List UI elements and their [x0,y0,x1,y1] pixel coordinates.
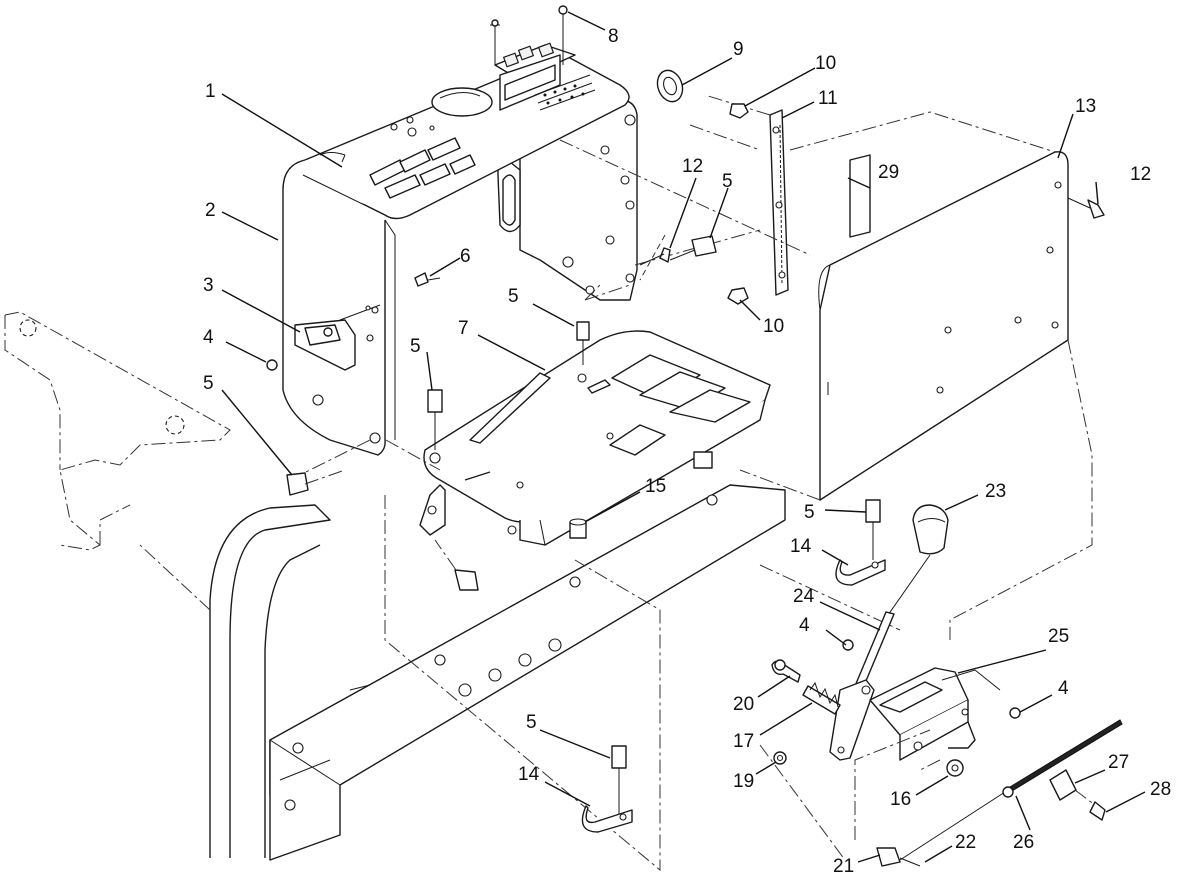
callout-10: 10 [763,316,784,337]
callout-27: 27 [1108,752,1129,773]
callout-5: 5 [508,286,519,307]
callout-5: 5 [203,373,214,394]
callout-4: 4 [203,327,214,348]
shift-lever-assembly [759,504,1123,867]
fasteners [266,103,1105,833]
callout-20: 20 [733,694,754,715]
callout-19: 19 [733,771,754,792]
latch-bracket [294,304,381,371]
callout-3: 3 [203,275,214,296]
callout-17: 17 [733,731,754,752]
callout-9: 9 [733,39,744,60]
callout-21: 21 [833,856,854,877]
assembly-centerlines [289,124,811,591]
rear-panel [739,111,1093,640]
grommet [656,69,684,103]
frame-assembly [4,311,331,858]
callout-4: 4 [799,615,810,636]
callout-23: 23 [985,481,1006,502]
callout-14: 14 [790,536,812,557]
callout-25: 25 [1048,626,1069,647]
callout-leaders [221,11,1146,863]
callout-5: 5 [804,502,815,523]
callout-7: 7 [458,318,469,339]
callout-6: 6 [460,246,471,267]
callout-29: 29 [878,162,899,183]
callout-15: 15 [645,476,666,497]
callout-24: 24 [793,586,815,607]
callout-5: 5 [526,712,537,733]
mounting-plate [419,330,771,546]
callout-13: 13 [1075,96,1096,117]
indicator-dots [543,84,585,105]
callout-12: 12 [682,156,703,177]
callout-8: 8 [608,26,619,47]
control-console-housing [282,5,638,456]
callout-4: 4 [1058,678,1069,699]
callout-1: 1 [205,81,216,102]
callout-22: 22 [955,832,976,853]
callout-5: 5 [410,336,421,357]
callout-26: 26 [1013,832,1034,853]
callout-2: 2 [205,200,216,221]
callout-5: 5 [722,171,733,192]
callout-10: 10 [815,53,836,74]
callout-28: 28 [1150,779,1171,800]
callout-12: 12 [1130,164,1151,185]
callout-11: 11 [818,88,838,109]
cross-beam [269,484,901,872]
callout-labels: 1 2 3 4 4 4 5 5 5 5 5 5 6 7 8 9 10 10 11… [203,26,1171,877]
callout-14: 14 [518,764,540,785]
callout-16: 16 [890,789,911,810]
hinge-strip [704,94,789,296]
